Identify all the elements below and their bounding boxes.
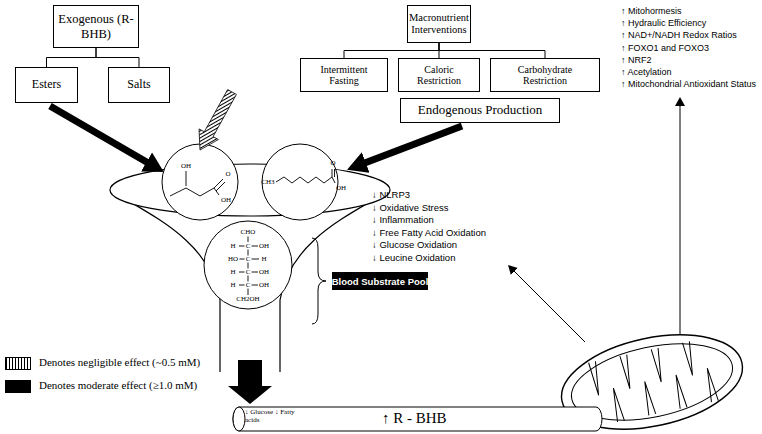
- effect-text: ↓ NLRP3: [372, 190, 410, 201]
- atom-label: OH: [336, 185, 346, 192]
- node-text: ↑ R - BHB: [382, 409, 447, 427]
- effect-text: ↑ Hydraulic Efficiency: [621, 18, 706, 28]
- node-text: Macronutrient Interventions: [409, 12, 469, 36]
- bond: [170, 169, 335, 295]
- atom-label: C: [246, 282, 251, 289]
- atom-label: H: [261, 256, 266, 263]
- label-box: Blood Substrate Pool: [332, 272, 428, 290]
- crista: [683, 341, 697, 376]
- source-box: Salts: [108, 67, 170, 103]
- effect-arrow: [513, 270, 585, 342]
- node-text: ↓ Glucose ↓ Fatty acids: [245, 408, 297, 425]
- node-text: Blood Substrate Pool: [332, 276, 429, 287]
- node-text: Endogenous Production: [418, 103, 543, 118]
- node-text: Caloric Restriction: [403, 64, 475, 87]
- legend-swatch: [5, 357, 31, 370]
- effect-text: ↓ Glucose Oxidation: [372, 240, 457, 251]
- atom-label: CHO: [241, 229, 256, 236]
- atom-label: H: [230, 269, 235, 276]
- effect-text: ↓ Oxidative Stress: [372, 203, 449, 214]
- atom-label: H: [230, 282, 235, 289]
- molecule-circle: [162, 144, 338, 309]
- bracket: [312, 238, 326, 324]
- atom-label: H: [230, 243, 235, 250]
- node-text: Intermittent Fasting: [305, 64, 383, 87]
- legend-text: Denotes moderate effect (≥1.0 mM): [39, 379, 197, 392]
- atom-label: OH: [221, 197, 231, 204]
- legend-text: Denotes negligible effect (~0.5 mM): [39, 356, 200, 369]
- effect-text: ↑ FOXO1 and FOXO3: [621, 43, 709, 53]
- tree-connector: [47, 48, 97, 67]
- atom-label: C: [246, 269, 251, 276]
- tree-connector: [96, 48, 139, 67]
- negligible-arrow: [199, 90, 236, 150]
- source-box: Exogenous (R-BHB): [53, 5, 139, 48]
- effect-text: ↑ Mitohormesis: [621, 6, 682, 16]
- legend-swatch: [5, 380, 31, 393]
- atom-label: CH3: [261, 179, 274, 186]
- atom-label: OH: [259, 243, 269, 250]
- funnel: [110, 164, 390, 372]
- node-text: Esters: [32, 78, 61, 92]
- moderate-arrow: [362, 126, 462, 164]
- effect-text: ↓ Inflammation: [372, 215, 434, 226]
- effect-text: ↓ Free Fatty Acid Oxidation: [372, 228, 486, 239]
- crista: [704, 367, 718, 402]
- source-box: Endogenous Production: [400, 98, 560, 123]
- effect-text: ↓ Leucine Oxidation: [372, 253, 455, 264]
- crista: [611, 387, 625, 422]
- tree-connector: [439, 43, 545, 58]
- node-text: Salts: [127, 78, 150, 92]
- atom-label: CH2OH: [236, 296, 259, 303]
- atom-label: O: [225, 171, 230, 178]
- atom-label: O: [330, 160, 335, 167]
- atom-label: C: [246, 243, 251, 250]
- node-text: Carbohydrate Restriction: [495, 64, 595, 87]
- effect-text: ↑ Acetylation: [621, 67, 672, 77]
- source-box: Esters: [15, 67, 78, 103]
- tree-connector: [344, 43, 439, 58]
- crista: [642, 381, 656, 416]
- atom-label: OH: [181, 163, 191, 170]
- atom-label: OH: [259, 282, 269, 289]
- crista: [589, 361, 603, 396]
- intervention-box: Caloric Restriction: [398, 58, 480, 92]
- crista: [620, 355, 634, 390]
- effect-text: ↑ Mitochondrial Antioxidant Status: [621, 79, 756, 89]
- moderate-arrow: [50, 106, 150, 164]
- atom-label: C: [246, 256, 251, 263]
- intervention-box: Intermittent Fasting: [300, 58, 388, 92]
- crista: [651, 348, 665, 383]
- effect-arrow: [680, 104, 681, 335]
- effect-text: ↑ NAD+/NADH Redox Ratios: [621, 30, 737, 40]
- atom-label: HO: [228, 256, 238, 263]
- node-text: Exogenous (R-BHB): [58, 12, 134, 41]
- effect-text: ↑ NRF2: [621, 55, 652, 65]
- output-arrow: [228, 360, 272, 404]
- blood-tube: ↓ Glucose ↓ Fatty acids ↑ R - BHB: [232, 406, 604, 432]
- atom-label: OH: [259, 269, 269, 276]
- category-box: Macronutrient Interventions: [407, 5, 471, 43]
- crista: [673, 374, 687, 409]
- intervention-box: Carbohydrate Restriction: [490, 58, 600, 92]
